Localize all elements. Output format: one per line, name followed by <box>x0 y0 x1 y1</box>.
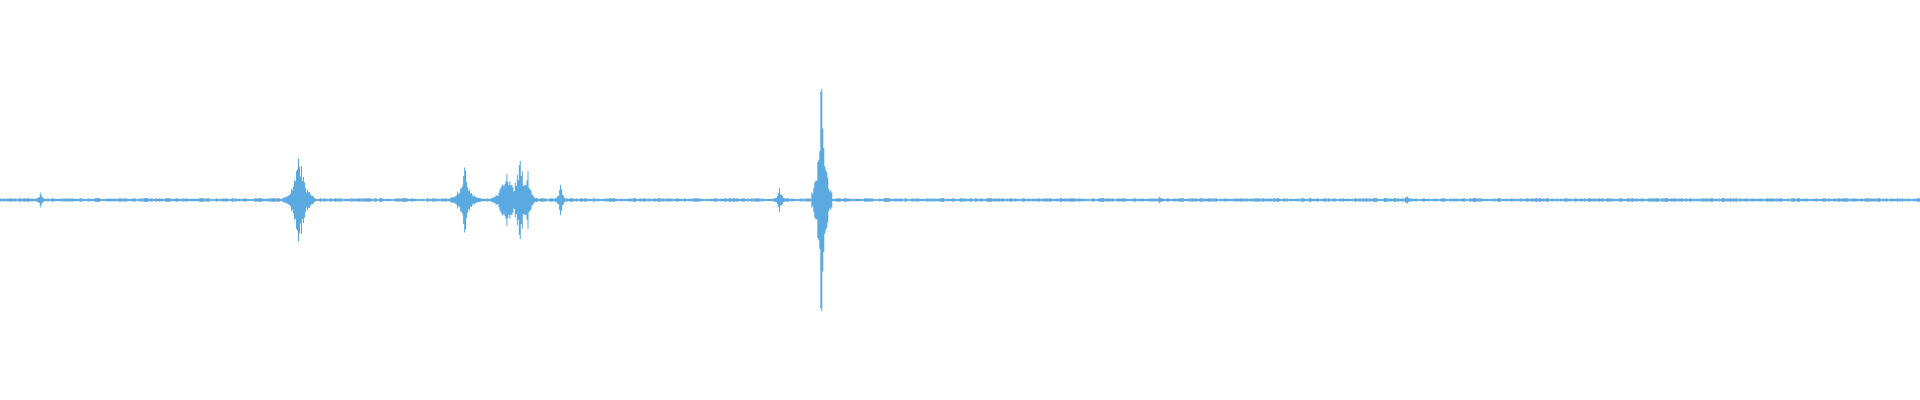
waveform-event-cluster-c <box>519 171 537 229</box>
waveform-noise-path <box>0 198 1920 202</box>
waveform-events <box>31 88 1416 312</box>
waveform-noise <box>0 198 1920 202</box>
waveform-event-small-blip <box>771 188 788 212</box>
waveform-event-spike-peak <box>811 88 833 312</box>
waveform-event-baseline-start-cluster <box>31 192 49 208</box>
waveform-event-transient-1 <box>283 158 316 242</box>
waveform-event-cluster-tail <box>552 184 570 216</box>
waveform-event-transient-2 <box>448 167 482 233</box>
waveform-event-late-blip-2 <box>1398 196 1416 204</box>
waveform-event-late-blip-1 <box>1151 196 1169 204</box>
